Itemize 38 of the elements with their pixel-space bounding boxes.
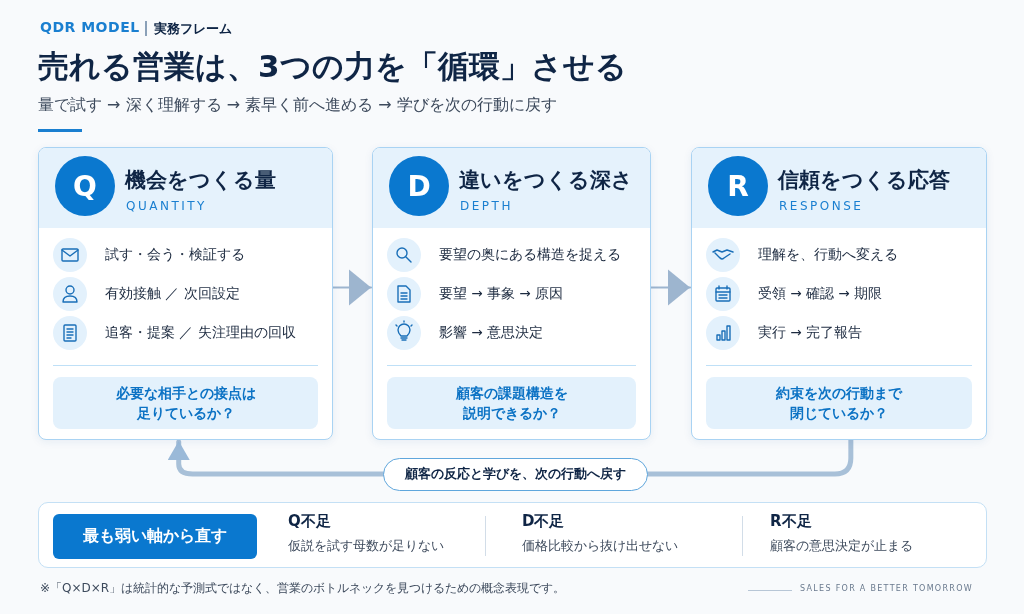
list-item-text: 受領 → 確認 → 期限 [758,285,882,303]
list-item-text: 理解を、行動へ変える [758,246,898,264]
list-item-text: 追客・提案 ／ 失注理由の回収 [105,324,296,342]
question-box: 顧客の課題構造を説明できるか？ [387,377,636,429]
page-title: 売れる営業は、3つの力を「循環」させる [38,47,627,86]
card-title: 信頼をつくる応答 [778,167,950,194]
list-item-text: 要望の奥にある構造を捉える [439,246,621,264]
edge-label: 顧客の反応と学びを、次の行動へ戻す [383,458,648,491]
action-button: 最も弱い軸から直す [53,514,257,559]
question-box: 必要な相手との接点は足りているか？ [53,377,318,429]
card-title: 違いをつくる深さ [459,167,633,194]
subtitle: 量で試す → 深く理解する → 素早く前へ進める → 学びを次の行動に戻す [38,95,557,116]
gap-description: 仮説を試す母数が足りない [288,537,444,555]
gap-description: 価格比較から抜け出せない [522,537,678,555]
header-tag: QDR MODEL [40,19,140,35]
tagline: SALES FOR A BETTER TOMORROW [800,584,973,593]
gap-description: 顧客の意思決定が止まる [770,537,913,555]
panel-box [38,502,987,568]
list-item-text: 試す・会う・検証する [105,246,245,264]
card-subtitle: QUANTITY [126,199,207,213]
framework-card [691,147,987,440]
gap-heading: Q不足 [288,512,331,531]
header-tag: 実務フレーム [154,20,232,38]
list-item-text: 影響 → 意思決定 [439,324,543,342]
card-subtitle: DEPTH [460,199,513,213]
framework-card [372,147,651,440]
footnote: ※「Q×D×R」は統計的な予測式ではなく、営業のボトルネックを見つけるための概念表現です。 [40,580,566,597]
list-item-text: 要望 → 事象 → 原因 [439,285,563,303]
card-title: 機会をつくる量 [125,167,276,194]
question-box: 約束を次の行動まで閉じているか？ [706,377,972,429]
card-subtitle: RESPONSE [779,199,864,213]
list-item-text: 実行 → 完了報告 [758,324,862,342]
gap-heading: R不足 [770,512,812,531]
framework-card [38,147,333,440]
list-item-text: 有効接触 ／ 次回設定 [105,285,240,303]
arrow [650,269,691,306]
arrow [332,269,372,306]
gap-heading: D不足 [522,512,565,531]
